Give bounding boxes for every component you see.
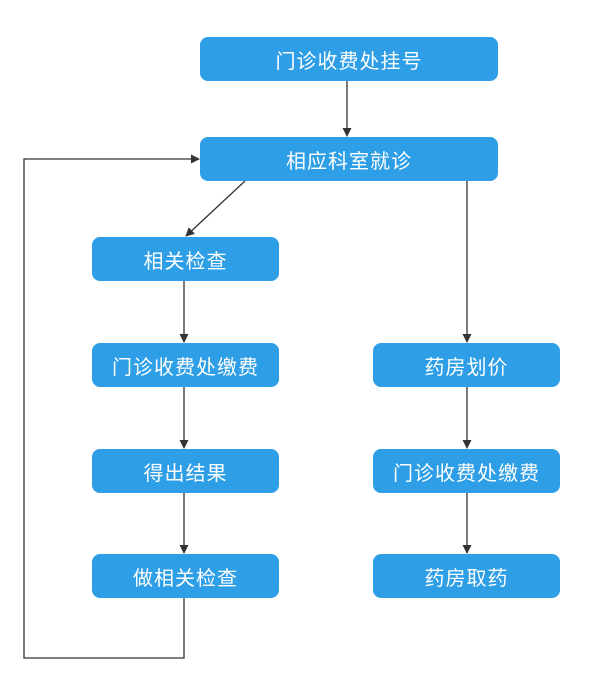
node-registration: 门诊收费处挂号 — [200, 37, 498, 81]
node-pharmacy-pricing: 药房划价 — [373, 343, 560, 387]
node-pharmacy-pickup: 药房取药 — [373, 554, 560, 598]
node-label: 药房划价 — [424, 354, 509, 379]
node-label: 做相关检查 — [133, 565, 238, 590]
node-results: 得出结果 — [92, 449, 279, 493]
arrow-consultation-to-examination — [185, 180, 246, 237]
node-label: 相关检查 — [143, 248, 228, 273]
node-label: 门诊收费处缴费 — [393, 460, 540, 485]
node-label: 药房取药 — [424, 565, 509, 590]
arrow-loop-back-to-consultation — [23, 154, 200, 659]
node-label: 门诊收费处挂号 — [275, 48, 423, 73]
node-do-examination: 做相关检查 — [92, 554, 279, 598]
node-label: 得出结果 — [143, 460, 228, 485]
node-consultation: 相应科室就诊 — [200, 137, 498, 181]
node-label: 相应科室就诊 — [286, 148, 412, 173]
node-right-payment: 门诊收费处缴费 — [373, 449, 560, 493]
node-examination: 相关检查 — [92, 237, 279, 281]
node-left-payment: 门诊收费处缴费 — [92, 343, 279, 387]
node-label: 门诊收费处缴费 — [112, 354, 259, 379]
